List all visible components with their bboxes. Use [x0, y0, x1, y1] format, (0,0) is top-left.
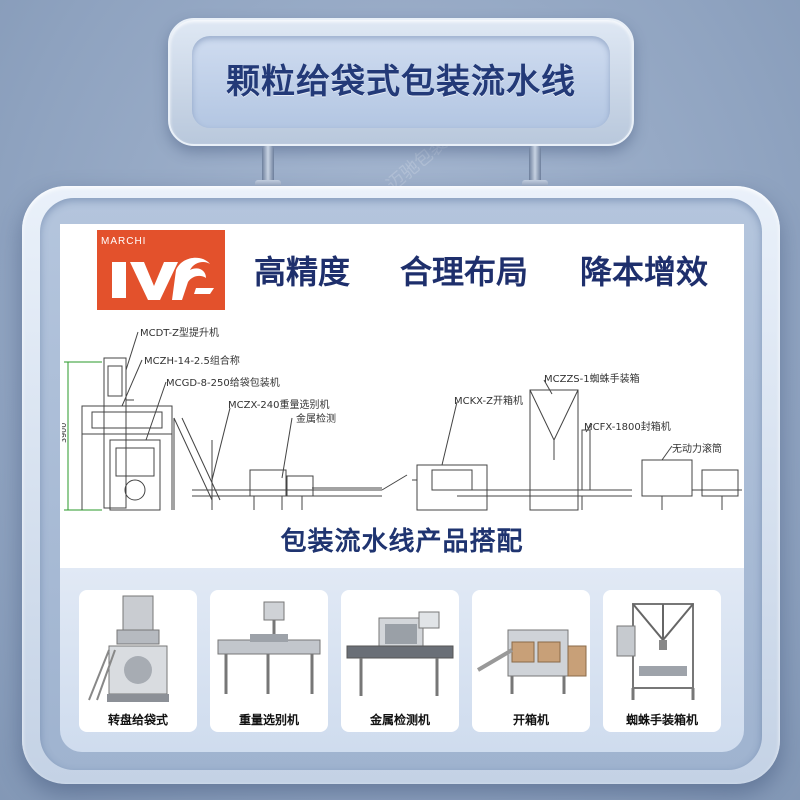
- callout-bag-packer: MCGD-8-250给袋包装机: [166, 378, 280, 389]
- page-title: 颗粒给袋式包装流水线: [226, 62, 576, 102]
- product-card[interactable]: 重量选别机: [210, 590, 328, 740]
- product-label: 转盘给袋式: [79, 708, 197, 732]
- product-label: 重量选别机: [210, 708, 328, 732]
- plaque-post-cap-right: [522, 180, 548, 190]
- brand-logo-text: MARCHI: [101, 236, 147, 247]
- callout-metal-detector: 金属检测: [296, 414, 336, 425]
- product-label: 金属检测机: [341, 708, 459, 732]
- callout-elevator: MCDT-Z型提升机: [140, 328, 219, 339]
- product-card[interactable]: 金属检测机: [341, 590, 459, 740]
- checkweigher-image: [210, 590, 328, 708]
- case-erector-image: [472, 590, 590, 708]
- rotary-bag-packer-image: [79, 590, 197, 708]
- plaque-post-right: [529, 146, 541, 188]
- product-card[interactable]: 蜘蛛手装箱机: [603, 590, 721, 740]
- brand-logo-mark-icon: [112, 257, 214, 300]
- callout-spider-packer: MCZZS-1蜘蛛手装箱: [544, 374, 640, 385]
- callout-roller-conveyor: 无动力滚筒: [672, 444, 722, 455]
- slogan-efficiency: 降本增效: [580, 253, 709, 291]
- slogan-layout: 合理布局: [400, 253, 529, 291]
- callout-case-sealer: MCFX-1800封箱机: [584, 422, 671, 433]
- callout-checkweigher: MCZX-240重量选别机: [228, 400, 330, 411]
- product-label: 开箱机: [472, 708, 590, 732]
- product-card[interactable]: 转盘给袋式: [79, 590, 197, 740]
- products-section-title: 包装流水线产品搭配: [280, 527, 524, 557]
- plaque-post-left: [262, 146, 274, 188]
- plaque-post-cap-left: [255, 180, 281, 190]
- metal-detector-image: [341, 590, 459, 708]
- slogan-precision: 高精度: [254, 253, 351, 291]
- product-label: 蜘蛛手装箱机: [603, 708, 721, 732]
- callout-multihead-weigher: MCZH-14-2.5组合称: [144, 356, 240, 367]
- spider-robot-case-packer-image: [603, 590, 721, 708]
- height-label: 3900: [62, 423, 68, 443]
- product-card[interactable]: 开箱机: [472, 590, 590, 740]
- title-plaque-inner: [192, 36, 610, 128]
- production-line-diagram: 3900: [62, 331, 742, 511]
- callout-case-erector: MCKX-Z开箱机: [454, 396, 523, 407]
